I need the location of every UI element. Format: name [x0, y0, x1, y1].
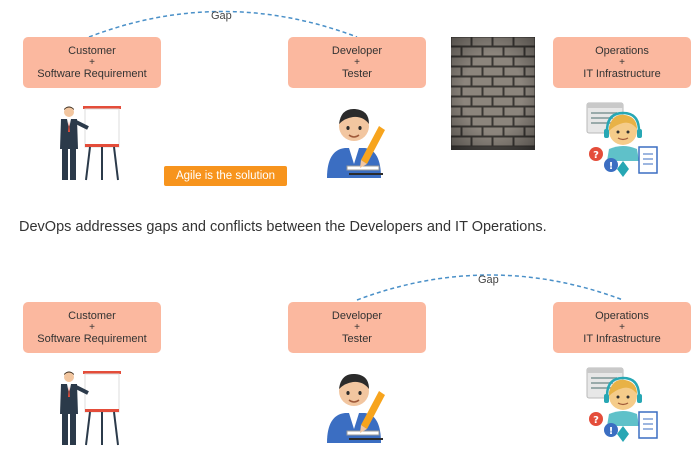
- operations-title: Operations: [595, 44, 649, 57]
- customer-title: Customer: [68, 309, 116, 322]
- top-customer-box: Customer + Software Requirement: [23, 37, 161, 88]
- plus-sign: +: [619, 56, 625, 68]
- plus-sign: +: [619, 321, 625, 333]
- bottom-customer-box: Customer + Software Requirement: [23, 302, 161, 353]
- top-operations-box: Operations + IT Infrastructure: [553, 37, 691, 88]
- developer-subtitle: Tester: [342, 67, 372, 80]
- plus-sign: +: [354, 321, 360, 333]
- bottom-operations-box: Operations + IT Infrastructure: [553, 302, 691, 353]
- plus-sign: +: [89, 321, 95, 333]
- bottom-developer-box: Developer + Tester: [288, 302, 426, 353]
- top-gap-arc: [88, 10, 358, 38]
- svg-text:!: !: [609, 426, 614, 437]
- developer-subtitle: Tester: [342, 332, 372, 345]
- top-gap-label: Gap: [211, 10, 232, 22]
- developer-title: Developer: [331, 44, 383, 57]
- brick-wall-image: [451, 37, 535, 150]
- operations-title: Operations: [595, 309, 649, 322]
- presenter-icon: [60, 371, 121, 446]
- svg-text:?: ?: [593, 415, 599, 426]
- svg-text:!: !: [609, 161, 614, 172]
- operations-subtitle: IT Infrastructure: [583, 67, 661, 80]
- developer-icon: [327, 373, 385, 443]
- devops-caption: DevOps addresses gaps and conflicts betw…: [19, 219, 547, 235]
- developer-icon: [327, 108, 385, 178]
- customer-title: Customer: [68, 44, 116, 57]
- developer-title: Developer: [331, 309, 383, 322]
- operations-subtitle: IT Infrastructure: [583, 332, 661, 345]
- customer-subtitle: Software Requirement: [37, 332, 147, 345]
- svg-text:?: ?: [593, 150, 599, 161]
- operations-icon: ? !: [586, 102, 658, 177]
- customer-subtitle: Software Requirement: [37, 67, 147, 80]
- plus-sign: +: [89, 56, 95, 68]
- operations-icon: ? !: [586, 367, 658, 442]
- bottom-gap-arc: [356, 274, 624, 301]
- plus-sign: +: [354, 56, 360, 68]
- top-developer-box: Developer + Tester: [288, 37, 426, 88]
- presenter-icon: [60, 106, 121, 181]
- agile-solution-badge: Agile is the solution: [164, 166, 287, 186]
- bottom-gap-label: Gap: [478, 274, 499, 286]
